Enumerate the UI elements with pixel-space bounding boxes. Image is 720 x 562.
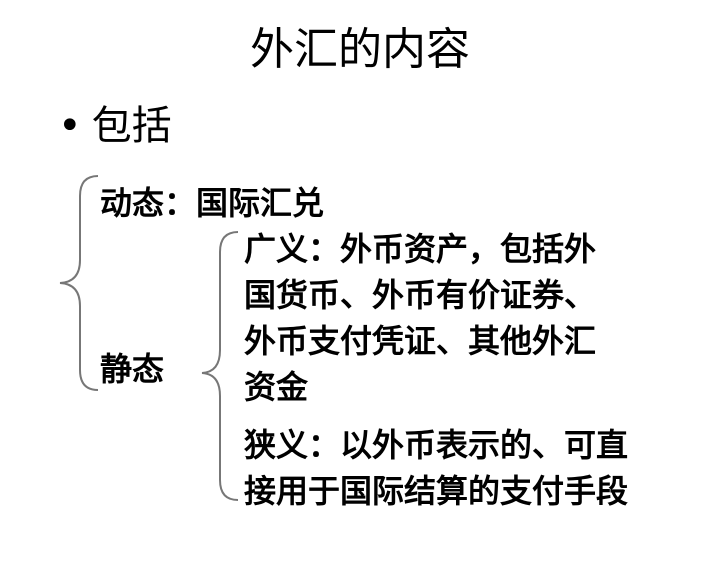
slide-title: 外汇的内容: [250, 24, 470, 75]
dynamic-entry: 动态：国际汇兑: [100, 180, 324, 226]
narrow-line-2: 接用于国际结算的支付手段: [244, 472, 629, 510]
outer-brace: [59, 175, 99, 391]
broad-line-2: 国货币、外币有价证券、: [244, 276, 597, 314]
narrow-definition: 狭义：以外币表示的、可直 接用于国际结算的支付手段: [244, 422, 628, 514]
bullet-marker: •: [58, 103, 82, 149]
broad-line-3: 外币支付凭证、其他外汇: [244, 322, 597, 360]
broad-line-1: 广义：外币资产，包括外: [244, 230, 597, 268]
static-label: 静态: [100, 350, 165, 388]
broad-line-4: 资金: [244, 368, 309, 406]
dynamic-value: 国际汇兑: [196, 184, 325, 222]
bullet-text: 包括: [91, 103, 172, 149]
dynamic-label: 动态：: [100, 184, 197, 222]
broad-definition: 广义：外币资产，包括外 国货币、外币有价证券、 外币支付凭证、其他外汇 资金: [244, 226, 596, 410]
inner-brace: [201, 231, 239, 501]
narrow-line-1: 狭义：以外币表示的、可直: [244, 426, 629, 464]
bullet-item: •包括: [58, 102, 172, 150]
